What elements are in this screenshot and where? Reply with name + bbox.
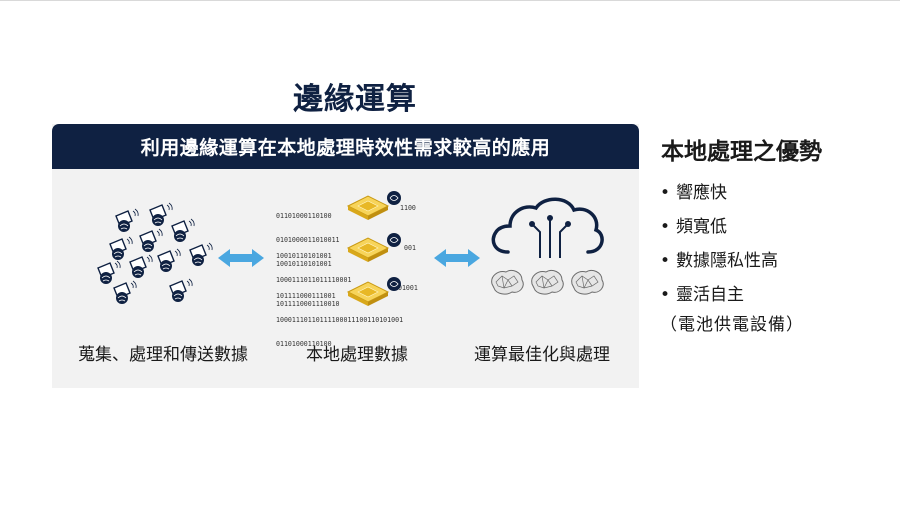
bullet-icon: • bbox=[660, 285, 671, 305]
advantage-item: •數據隱私性高 bbox=[660, 244, 778, 278]
slide-title: 邊緣運算 bbox=[293, 82, 417, 117]
edge-chip-icon bbox=[347, 190, 402, 307]
advantages-note: （電池供電設備） bbox=[660, 315, 804, 335]
bidirectional-arrow-icon bbox=[434, 249, 480, 267]
binary-data-block: 101111000111001 100011101101111000111001… bbox=[276, 292, 404, 348]
advantage-item: •響應快 bbox=[660, 176, 778, 210]
banner-heading: 利用邊緣運算在本地處理時效性需求較高的應用 bbox=[52, 124, 639, 169]
advantages-list: •響應快 •頻寬低 •數據隱私性高 •靈活自主 bbox=[660, 176, 778, 312]
caption-local-processing: 本地處理數據 bbox=[306, 345, 408, 365]
brain-icon bbox=[491, 269, 604, 295]
advantages-title: 本地處理之優勢 bbox=[661, 139, 822, 165]
top-divider bbox=[0, 0, 900, 1]
sensor-device-icon bbox=[97, 202, 213, 305]
bullet-icon: • bbox=[660, 251, 671, 271]
bullet-icon: • bbox=[660, 217, 671, 237]
binary-data-tail: 1100 bbox=[400, 204, 416, 212]
bullet-icon: • bbox=[660, 183, 671, 203]
advantage-item: •頻寬低 bbox=[660, 210, 778, 244]
cloud-circuit-icon bbox=[491, 197, 604, 258]
caption-collect: 蒐集、處理和傳送數據 bbox=[78, 345, 248, 365]
binary-data-tail: 001 bbox=[404, 244, 416, 252]
binary-data-block: 10010110101001 1000111011011110001 10111… bbox=[276, 252, 352, 308]
advantage-item: •靈活自主 bbox=[660, 278, 778, 312]
caption-optimization: 運算最佳化與處理 bbox=[474, 345, 610, 365]
binary-data-block: 01101000110100 0101000011010011 10010110… bbox=[276, 212, 340, 268]
binary-data-tail: 101001 bbox=[394, 284, 418, 292]
bidirectional-arrow-icon bbox=[218, 249, 264, 267]
